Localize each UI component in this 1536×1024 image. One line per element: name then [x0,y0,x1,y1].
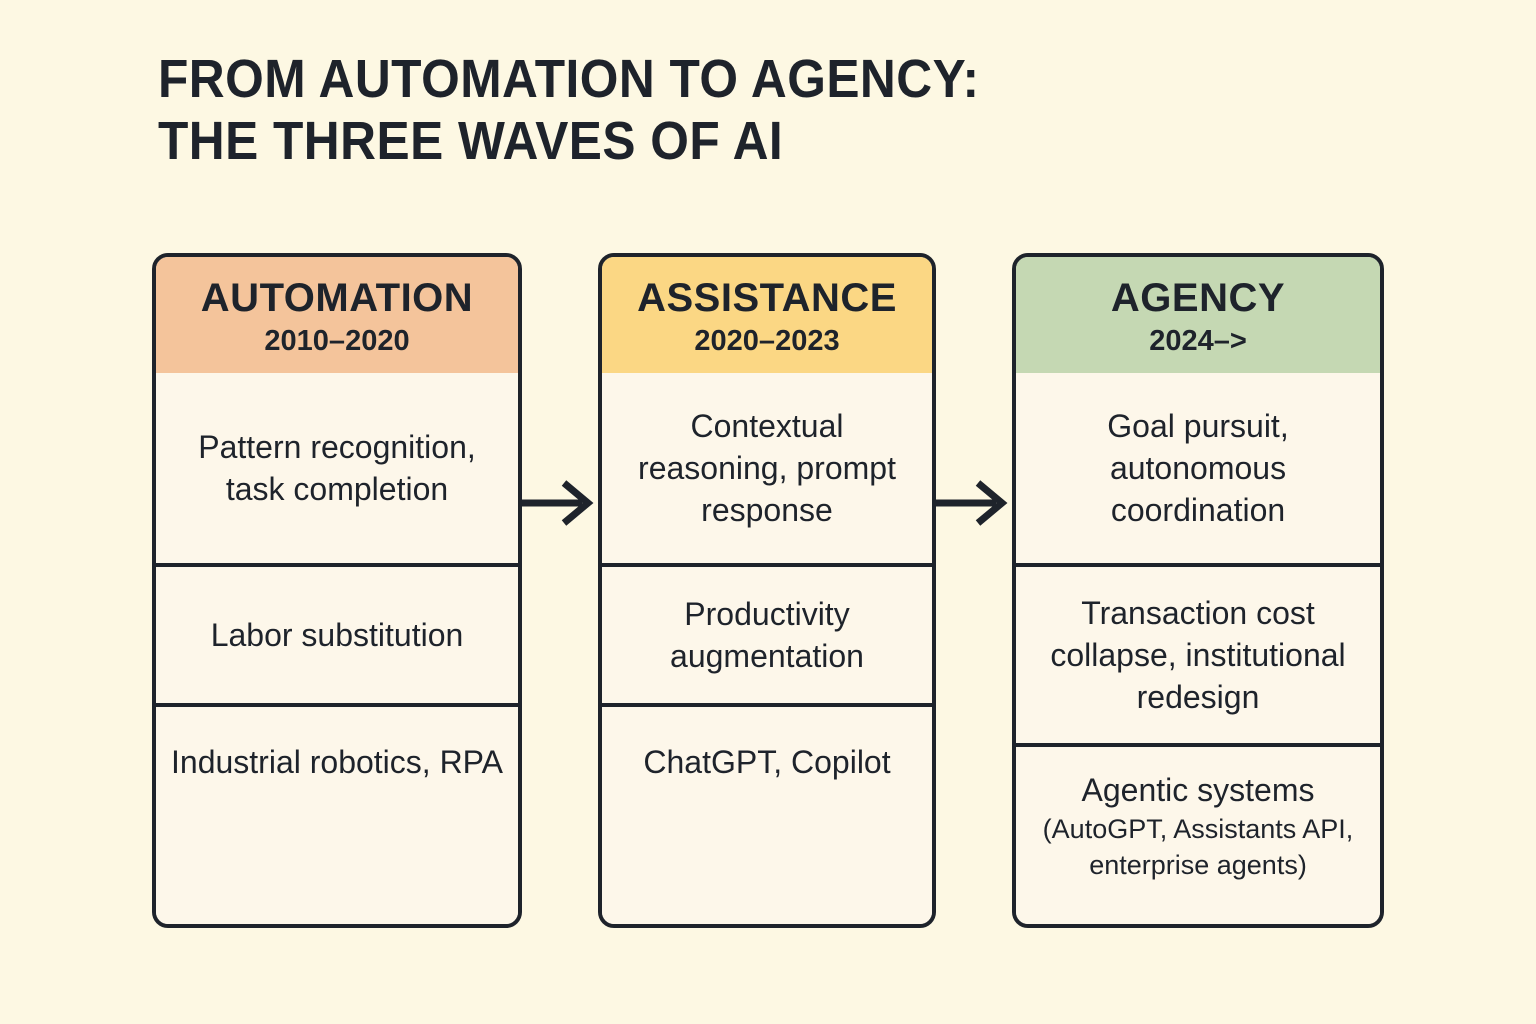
stage-header-assistance: ASSISTANCE 2020–2023 [602,257,932,373]
three-waves-diagram: AUTOMATION 2010–2020 Pattern recognition… [0,253,1536,933]
stage-row-text: ChatGPT, Copilot [643,744,891,780]
stage-row: ChatGPT, Copilot [602,703,932,924]
stage-card-automation[interactable]: AUTOMATION 2010–2020 Pattern recognition… [152,253,522,928]
stage-row: Pattern recognition, task completion [156,373,518,563]
arrow-right-icon [518,480,594,526]
page-title: FROM AUTOMATION TO AGENCY: THE THREE WAV… [158,48,1358,172]
stage-row: Goal pursuit, autonomous coordination [1016,373,1380,563]
arrow-right-icon [932,480,1008,526]
stage-row-text: Industrial robotics, RPA [171,744,503,780]
stage-row: Industrial robotics, RPA [156,703,518,924]
stage-name-assistance: ASSISTANCE [637,276,897,320]
stage-row-text: Transaction cost collapse, institutional… [1050,595,1346,715]
stage-card-assistance[interactable]: ASSISTANCE 2020–2023 Contextual reasonin… [598,253,936,928]
stage-row: Productivity augmentation [602,563,932,703]
stage-period-agency: 2024–> [1149,325,1247,357]
stage-row-text: Contextual reasoning, prompt response [638,408,896,528]
stage-body-automation: Pattern recognition, task completion Lab… [156,373,518,924]
stage-period-automation: 2010–2020 [264,325,410,357]
stage-row: Contextual reasoning, prompt response [602,373,932,563]
stage-period-assistance: 2020–2023 [694,325,840,357]
stage-header-agency: AGENCY 2024–> [1016,257,1380,373]
stage-row-text: Goal pursuit, autonomous coordination [1107,408,1289,528]
stage-card-agency[interactable]: AGENCY 2024–> Goal pursuit, autonomous c… [1012,253,1384,928]
page-title-line-2: THE THREE WAVES OF AI [158,111,784,171]
stage-row: Transaction cost collapse, institutional… [1016,563,1380,743]
stage-row: Agentic systems (AutoGPT, Assistants API… [1016,743,1380,924]
stage-name-agency: AGENCY [1110,276,1286,320]
stage-header-automation: AUTOMATION 2010–2020 [156,257,518,373]
stage-body-assistance: Contextual reasoning, prompt response Pr… [602,373,932,924]
stage-row-text: Productivity augmentation [670,596,864,674]
stage-row: Labor substitution [156,563,518,703]
stage-row-text: Labor substitution [210,617,464,653]
stage-row-text: Agentic systems [1081,772,1315,808]
stage-name-automation: AUTOMATION [200,276,474,320]
stage-row-subtext: (AutoGPT, Assistants API, enterprise age… [1042,814,1354,880]
stage-row-text: Pattern recognition, task completion [198,429,476,507]
stage-body-agency: Goal pursuit, autonomous coordination Tr… [1016,373,1380,924]
page-title-line-1: FROM AUTOMATION TO AGENCY: [158,49,980,109]
